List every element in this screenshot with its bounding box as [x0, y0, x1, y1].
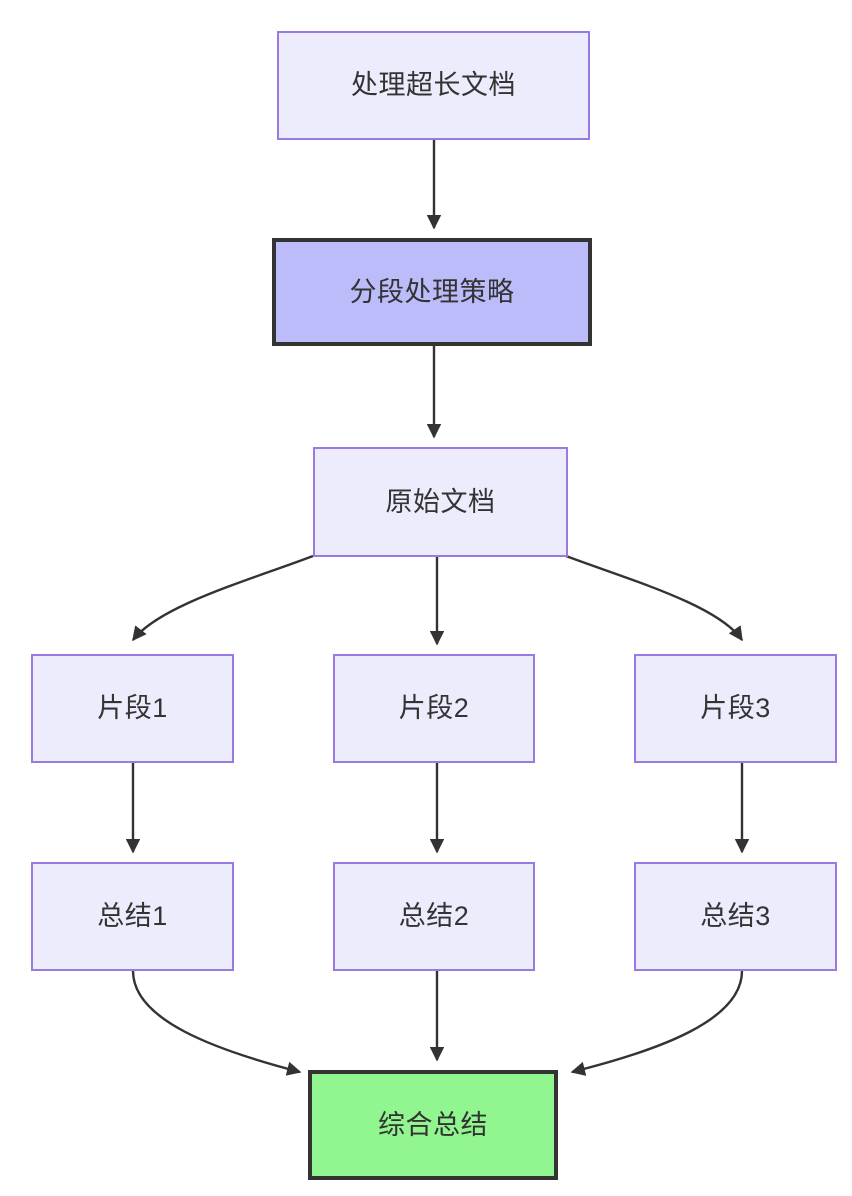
node-n2[interactable]: 分段处理策略: [272, 238, 592, 346]
node-n8[interactable]: 总结2: [333, 862, 535, 971]
node-n6[interactable]: 片段3: [634, 654, 837, 763]
node-n5[interactable]: 片段2: [333, 654, 535, 763]
node-label: 片段1: [97, 693, 168, 724]
node-label: 分段处理策略: [349, 276, 515, 307]
node-label: 片段3: [700, 693, 771, 724]
edge-n3-to-n4: [132, 554, 314, 642]
node-n1[interactable]: 处理超长文档: [277, 31, 590, 140]
node-label: 综合总结: [378, 1109, 488, 1140]
node-label: 原始文档: [385, 486, 496, 517]
node-n3[interactable]: 原始文档: [313, 447, 568, 557]
node-label: 总结3: [700, 901, 771, 932]
node-n9[interactable]: 总结3: [634, 862, 837, 971]
node-label: 片段2: [398, 693, 470, 724]
node-label: 总结1: [97, 901, 168, 932]
node-label: 处理超长文档: [351, 70, 516, 101]
edge-n3-to-n6: [565, 554, 743, 642]
node-n10[interactable]: 综合总结: [308, 1070, 558, 1180]
edge-n7-to-n10: [131, 970, 302, 1076]
node-n7[interactable]: 总结1: [31, 862, 234, 971]
edge-n9-to-n10: [570, 970, 744, 1076]
node-label: 总结2: [398, 901, 470, 932]
node-n4[interactable]: 片段1: [31, 654, 234, 763]
